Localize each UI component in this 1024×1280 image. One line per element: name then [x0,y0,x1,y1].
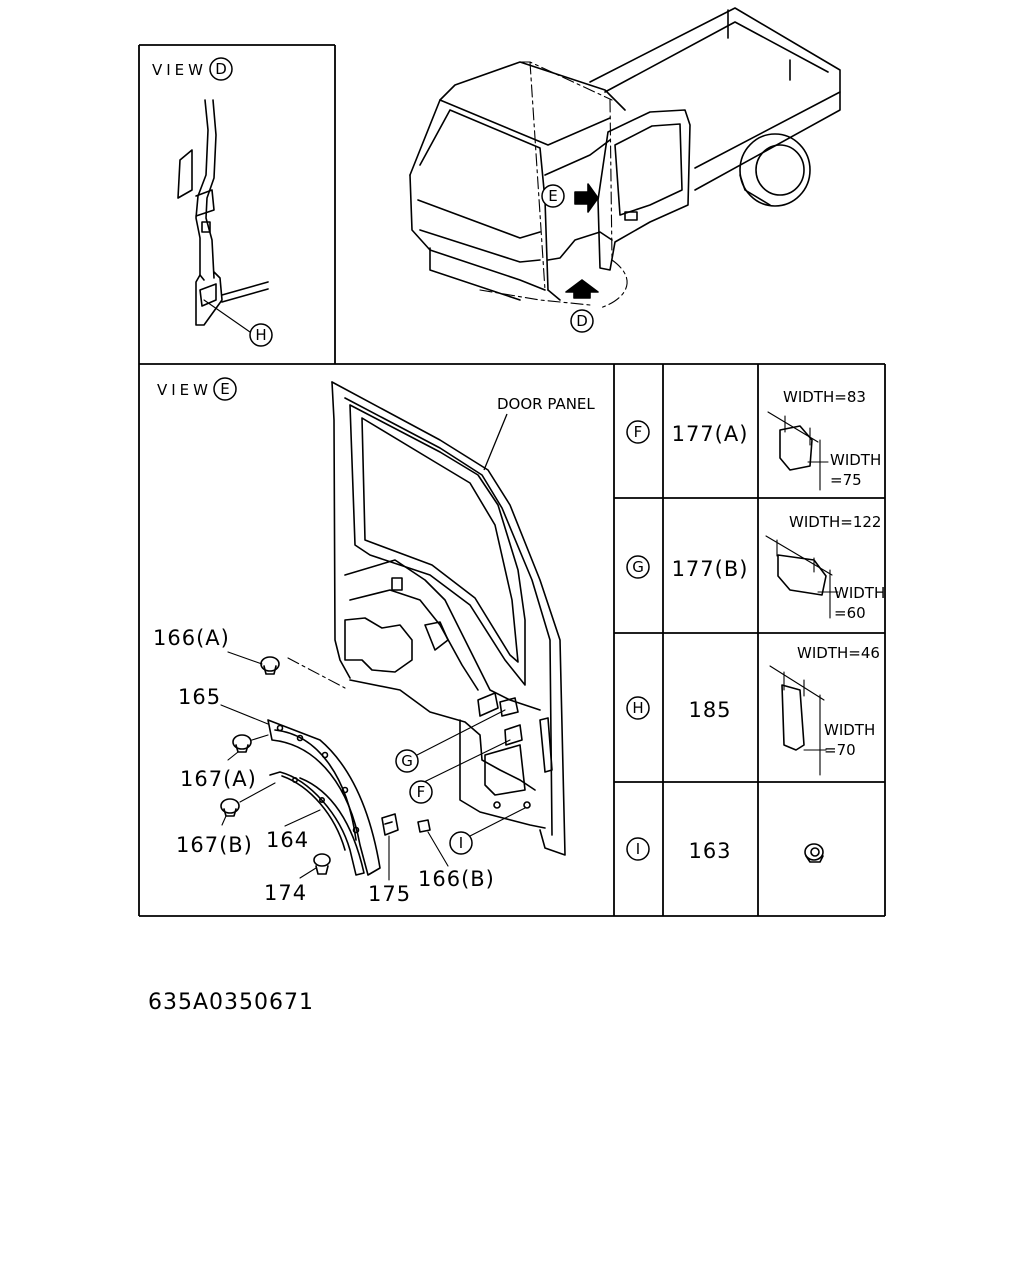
callout-h-view-d: H [249,323,273,347]
svg-text:H: H [255,326,266,344]
fastener-174-drawing [299,853,331,879]
row-f-part: 177(A) [672,422,749,446]
view-d-title: VIEW D [152,57,233,81]
row-f-ref-circle [626,420,650,444]
row-f-patch-sketch [767,411,829,491]
callout-g-door: G [395,749,419,773]
view-e-letter-circle [213,377,237,401]
truck-marker-d: D [570,309,594,333]
row-f-width-top: WIDTH=83 [783,388,866,406]
view-d-letter-circle [209,57,233,81]
part-166b-label: 166(B) [418,867,495,891]
row-h-width-top: WIDTH=46 [797,644,880,662]
clip-175-drawing [381,813,399,881]
leader-lines [220,704,526,837]
table-row-g: G 177(B) WIDTH=122 WIDTH =60 [626,513,885,622]
row-g-width-side-1: WIDTH [834,584,885,602]
clip-166b-drawing [417,819,449,867]
row-h-width-side-2: =70 [824,741,856,759]
fastener-166a-drawing [227,651,346,689]
row-g-part: 177(B) [672,557,749,581]
part-167b-label: 167(B) [176,833,253,857]
svg-text:F: F [417,783,426,801]
door-panel-label: DOOR PANEL [483,395,595,471]
wheel-arch-trim-drawing [267,719,381,876]
part-175-label: 175 [368,882,411,906]
row-h-ref-circle [626,696,650,720]
row-f-width-side-2: =75 [830,471,862,489]
svg-text:E: E [220,380,229,398]
svg-text:I: I [459,834,463,852]
svg-text:I: I [636,840,640,858]
svg-text:DOOR PANEL: DOOR PANEL [497,395,595,413]
callout-f-door: F [409,780,433,804]
row-i-ref-circle [626,837,650,861]
part-174-label: 174 [264,881,307,905]
row-g-patch-sketch [765,535,839,619]
row-h-width-side-1: WIDTH [824,721,875,739]
fastener-167a-drawing [227,734,269,761]
table-row-f: F 177(A) WIDTH=83 WIDTH =75 [626,388,881,491]
drawing-code: 635A0350671 [148,990,315,1015]
frame-lines [138,44,886,917]
svg-text:G: G [632,558,644,576]
row-f-width-side-1: WIDTH [830,451,881,469]
svg-text:VIEW: VIEW [152,61,207,79]
door-panel-drawing [331,381,566,856]
svg-text:E: E [548,187,557,205]
row-h-part: 185 [688,698,731,722]
row-i-part: 163 [688,839,731,863]
svg-text:D: D [215,60,227,78]
part-164-label: 164 [266,828,309,852]
part-166a-label: 166(A) [153,626,230,650]
svg-text:VIEW: VIEW [157,381,212,399]
view-d-pillar-drawing [177,99,269,333]
table-row-h: H 185 WIDTH=46 WIDTH =70 [626,644,880,776]
table-row-i: I 163 [626,837,824,863]
part-167a-label: 167(A) [180,767,257,791]
row-g-ref-circle [626,555,650,579]
svg-text:H: H [632,699,643,717]
truck-illustration [409,7,841,309]
row-g-width-top: WIDTH=122 [789,513,881,531]
svg-text:G: G [401,752,413,770]
view-e-title: VIEW E [157,377,237,401]
truck-marker-e: E [541,184,565,208]
row-h-patch-sketch [769,665,827,776]
fastener-167b-drawing [220,782,276,826]
svg-text:F: F [634,423,643,441]
row-i-grommet-sketch [804,843,824,863]
row-g-width-side-2: =60 [834,604,866,622]
part-165-label: 165 [178,685,221,709]
svg-text:D: D [576,312,588,330]
callout-i-door: I [449,831,473,855]
